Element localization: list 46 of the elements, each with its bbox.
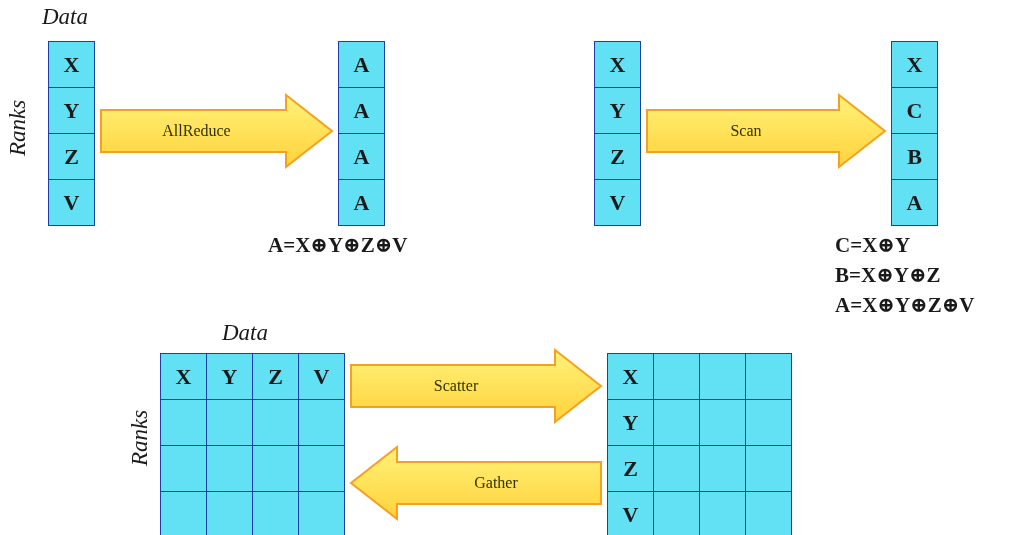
- data-grid: [48, 41, 95, 226]
- data-grid: [607, 353, 792, 535]
- data-grid: [338, 41, 385, 226]
- grid-cell: A: [339, 88, 384, 133]
- grid-cell: X: [892, 42, 937, 87]
- data-grid: [160, 353, 345, 535]
- formula-text: A=X⊕Y⊕Z⊕V: [835, 292, 975, 318]
- grid-cell: A: [339, 134, 384, 179]
- grid-cell: V: [608, 492, 653, 535]
- grid-cell: X: [595, 42, 640, 87]
- data-grid: [891, 41, 938, 226]
- grid-cell: Z: [253, 354, 298, 399]
- grid-cell: Z: [595, 134, 640, 179]
- block-arrow: [100, 92, 334, 170]
- formula-text: A=X⊕Y⊕Z⊕V: [268, 232, 408, 258]
- edge-label: Scatter: [433, 377, 479, 395]
- block-arrow: [350, 347, 603, 425]
- grid-cell: Z: [49, 134, 94, 179]
- grid-cell: V: [595, 180, 640, 225]
- data-grid: [594, 41, 641, 226]
- block-arrow: [646, 92, 887, 170]
- axis-label: Ranks: [5, 99, 32, 157]
- formula-text: B=X⊕Y⊕Z: [835, 262, 941, 288]
- grid-cell: A: [339, 42, 384, 87]
- edge-label: AllReduce: [162, 122, 231, 140]
- axis-label: Data: [222, 320, 268, 346]
- grid-cell: C: [892, 88, 937, 133]
- grid-cell: Y: [608, 400, 653, 445]
- grid-cell: X: [161, 354, 206, 399]
- grid-cell: Y: [207, 354, 252, 399]
- grid-cell: Y: [595, 88, 640, 133]
- grid-cell: X: [608, 354, 653, 399]
- axis-label: Ranks: [127, 409, 154, 467]
- grid-cell: A: [339, 180, 384, 225]
- edge-label: Scan: [730, 122, 762, 140]
- grid-cell: V: [299, 354, 344, 399]
- grid-cell: X: [49, 42, 94, 87]
- grid-cell: Z: [608, 446, 653, 491]
- grid-cell: V: [49, 180, 94, 225]
- block-arrow: [349, 444, 602, 522]
- grid-cell: A: [892, 180, 937, 225]
- edge-label: Gather: [474, 474, 518, 492]
- grid-cell: B: [892, 134, 937, 179]
- axis-label: Data: [42, 4, 88, 30]
- formula-text: C=X⊕Y: [835, 232, 911, 258]
- grid-cell: Y: [49, 88, 94, 133]
